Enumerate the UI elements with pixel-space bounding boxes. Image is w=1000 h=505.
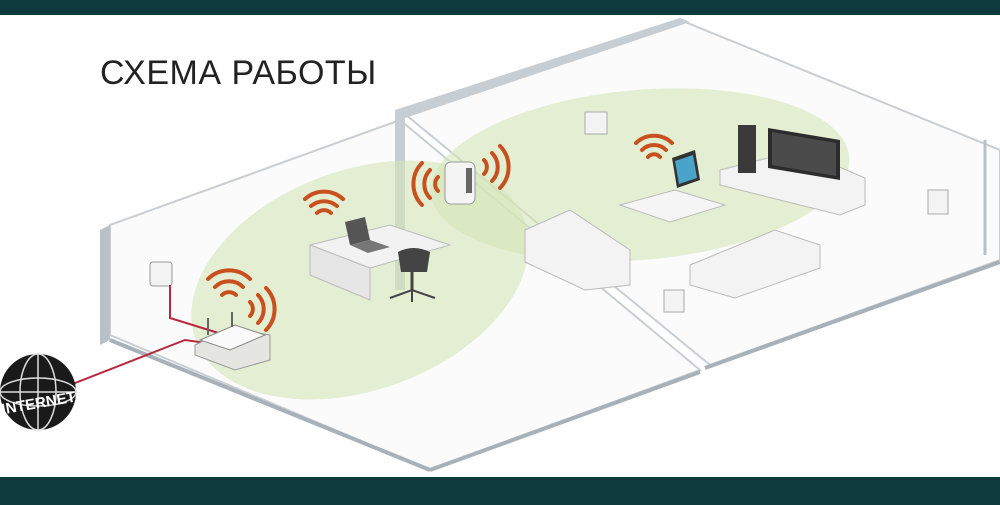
left-wall (100, 225, 110, 345)
internet-globe-icon: INTERNET (0, 353, 77, 431)
router-icon (194, 312, 271, 371)
wifi-signal-icon (634, 133, 674, 159)
tv-icon (768, 128, 840, 180)
bottom-frame-bar (0, 477, 1000, 505)
top-frame-bar (0, 0, 1000, 15)
wall-socket (663, 289, 685, 313)
floor-edge (429, 370, 701, 472)
wall-socket (927, 189, 949, 215)
floor-edge (109, 338, 431, 472)
tablet-icon (672, 150, 700, 188)
office-chair (389, 248, 436, 302)
sofa (524, 209, 631, 291)
wifi-signal-icon (206, 268, 252, 297)
wall-socket (584, 111, 608, 135)
wifi-signal-icon (248, 286, 277, 332)
network-scheme-illustration: INTERNET (0, 18, 1000, 472)
floor-edge (704, 260, 1000, 370)
wifi-signal-icon (303, 189, 345, 215)
wifi-repeater-icon (444, 161, 476, 205)
speaker-icon (738, 125, 756, 173)
page-title: СХЕМА РАБОТЫ (100, 54, 377, 92)
coffee-table (618, 189, 727, 223)
cable (169, 285, 226, 336)
laptop-icon (345, 217, 390, 253)
sofa (689, 229, 821, 299)
wifi-signal-icon (411, 161, 440, 207)
wall-socket (149, 261, 173, 287)
wifi-signal-icon (482, 144, 511, 190)
